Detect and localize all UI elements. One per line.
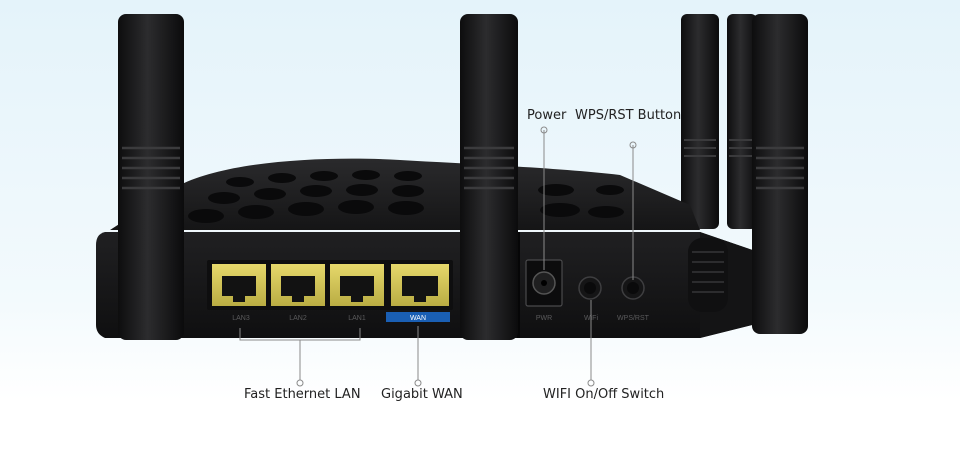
callout-power: Power bbox=[527, 108, 567, 123]
callout-gigabit-wan: Gigabit WAN bbox=[381, 387, 463, 402]
lan3-port bbox=[212, 264, 266, 306]
lan1-port bbox=[330, 264, 384, 306]
ethernet-ports bbox=[207, 260, 453, 310]
callout-lines bbox=[239, 126, 637, 387]
lan2-label: LAN2 bbox=[289, 315, 307, 322]
antenna-center bbox=[460, 14, 518, 340]
lan3-label: LAN3 bbox=[232, 315, 250, 322]
callout-fast-ethernet-lan: Fast Ethernet LAN bbox=[244, 387, 361, 402]
antenna-right-rear bbox=[681, 14, 757, 229]
router-top-housing bbox=[110, 158, 700, 230]
antenna-right-front bbox=[752, 14, 808, 334]
wan-label-badge bbox=[386, 312, 450, 322]
pwr-label: PWR bbox=[536, 315, 552, 322]
wps-rst-label: WPS/RST bbox=[617, 315, 650, 322]
wan-port bbox=[391, 264, 449, 306]
antenna-left bbox=[118, 14, 184, 340]
wan-label: WAN bbox=[410, 315, 426, 322]
lan2-port bbox=[271, 264, 325, 306]
wps-rst-button bbox=[621, 276, 645, 300]
callout-wifi-switch: WIFI On/Off Switch bbox=[543, 387, 665, 402]
antenna-hinge-right bbox=[688, 238, 766, 312]
wifi-switch bbox=[578, 276, 602, 300]
callout-wps-rst-button: WPS/RST Button bbox=[575, 108, 682, 123]
lan1-label: LAN1 bbox=[348, 315, 366, 322]
